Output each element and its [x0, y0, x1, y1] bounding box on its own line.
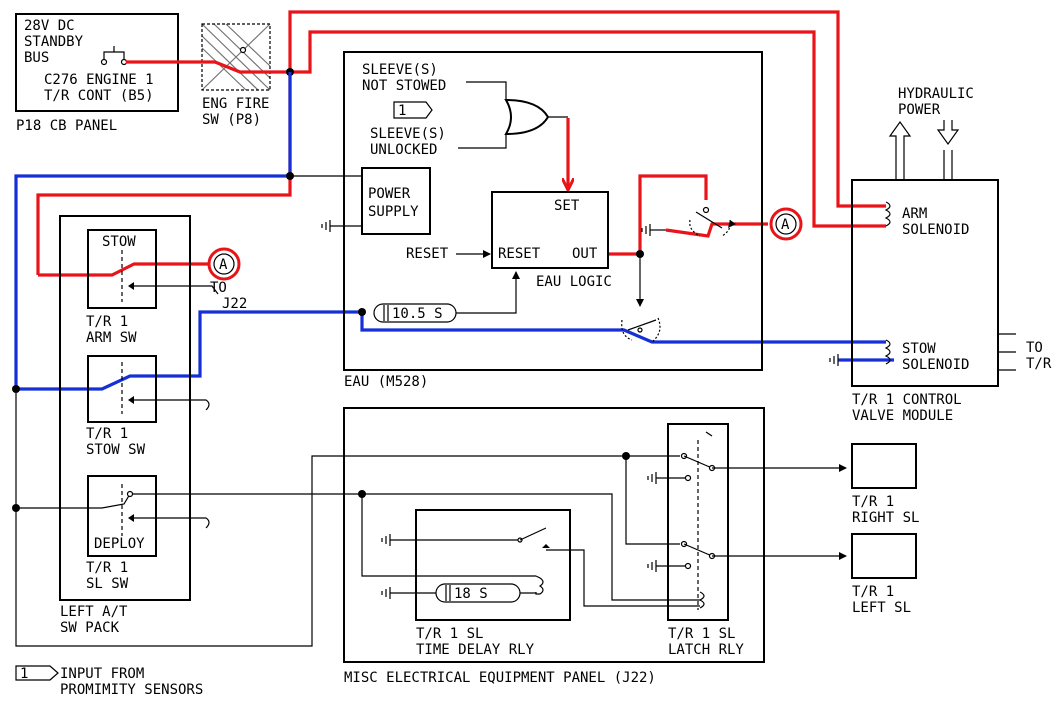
arrow-up-icon: [888, 120, 912, 180]
arm-switch: STOW T/R 1 ARM SW TO J22: [86, 229, 247, 346]
sl-circuit-wiring: [12, 389, 700, 647]
sleeve-unlocked-line2: UNLOCKED: [370, 142, 437, 158]
arm-relay-contact: [641, 206, 736, 237]
hydraulic-power: HYDRAULIC POWER: [888, 86, 974, 180]
valve-module-line1: T/R 1 CONTROL: [852, 392, 962, 408]
cb-panel: 28V DC STANDBY BUS C276 ENGINE 1 T/R CON…: [15, 13, 179, 134]
valve-module-line2: VALVE MODULE: [852, 408, 953, 424]
svg-text:A: A: [219, 257, 228, 273]
note-flag-legend-icon: 1: [15, 665, 59, 682]
power-supply-line2: SUPPLY: [368, 204, 419, 220]
eau-timer: 10.5 S: [373, 271, 520, 323]
svg-text:1: 1: [398, 103, 406, 119]
left-sl-line2: LEFT SL: [852, 600, 911, 616]
stow-sw-line2: STOW SW: [86, 442, 146, 458]
right-sl-line1: T/R 1: [852, 494, 894, 510]
note-legend: 1 INPUT FROM PROMIMITY SENSORS: [15, 665, 203, 698]
stow-switch: T/R 1 STOW SW: [86, 355, 210, 458]
cb-panel-line2: STANDBY: [24, 34, 84, 50]
sleeve-not-stowed-line2: NOT STOWED: [362, 78, 446, 94]
cb-panel-line1: 28V DC: [24, 18, 75, 34]
eng-fire-switch: ENG FIRE SW (P8): [201, 23, 271, 128]
sl-sw-line1: T/R 1: [86, 560, 128, 576]
arm-solenoid-line2: SOLENOID: [902, 222, 969, 238]
control-valve-module: ARM SOLENOID STOW SOLENOID TO T/R T/R 1 …: [829, 179, 1052, 424]
to-j22-line2: J22: [222, 296, 247, 312]
to-j22-line1: TO: [210, 280, 227, 296]
or-gate-icon: [458, 81, 568, 149]
eau-box: EAU (M528) SLEEVE(S) NOT STOWED SLEEVE(S…: [321, 51, 763, 390]
cb-panel-line5: T/R CONT (B5): [44, 88, 154, 104]
logic-reset-label: RESET: [498, 246, 541, 262]
arm-solenoid-line1: ARM: [902, 206, 927, 222]
latch-line2: LATCH RLY: [668, 642, 744, 658]
stow-solenoid-line2: SOLENOID: [902, 357, 969, 373]
connector-a-left: A: [207, 247, 241, 281]
tdr-line1: T/R 1 SL: [416, 626, 483, 642]
hydraulic-line2: POWER: [898, 102, 941, 118]
arm-sw-line1: T/R 1: [86, 314, 128, 330]
stow-power-wiring: [12, 72, 894, 393]
power-supply-line1: POWER: [368, 186, 411, 202]
stow-relay-contact: [621, 254, 661, 343]
latch-relay: T/R 1 SL LATCH RLY: [647, 423, 744, 658]
arrow-down-icon: [936, 120, 960, 180]
svg-text:A: A: [781, 217, 790, 233]
note-line2: PROMIMITY SENSORS: [60, 682, 203, 698]
sw-pack: LEFT A/T SW PACK STOW T/R 1 ARM SW TO J2…: [59, 215, 362, 636]
latch-line1: T/R 1 SL: [668, 626, 735, 642]
tdr-line2: TIME DELAY RLY: [416, 642, 535, 658]
to-tr-line2: T/R: [1026, 356, 1052, 372]
sleeve-unlocked-line1: SLEEVE(S): [370, 126, 446, 142]
right-sl-line2: RIGHT SL: [852, 510, 919, 526]
eau-logic-label: EAU LOGIC: [536, 274, 612, 290]
svg-text:1: 1: [20, 666, 28, 682]
logic-set-label: SET: [554, 198, 580, 214]
reset-input-label: RESET: [406, 246, 449, 262]
eau-logic-box: SET RESET OUT EAU LOGIC: [491, 191, 612, 290]
sl-sw-line2: SL SW: [86, 576, 129, 592]
stow-sw-line1: T/R 1: [86, 426, 128, 442]
sl-switch: DEPLOY T/R 1 SL SW: [86, 475, 362, 592]
eau-timer-label: 10.5 S: [392, 306, 443, 322]
left-sl-light: T/R 1 LEFT SL: [851, 533, 917, 616]
stow-label: STOW: [102, 234, 136, 250]
power-supply-box: POWER SUPPLY: [321, 167, 431, 235]
cb-panel-line4: C276 ENGINE 1: [44, 72, 154, 88]
eng-fire-sw-line1: ENG FIRE: [202, 96, 269, 112]
stow-solenoid-line1: STOW: [902, 341, 936, 357]
to-tr-line1: TO: [1026, 340, 1043, 356]
time-delay-relay: 18 S T/R 1 SL TIME DELAY RLY: [381, 509, 700, 658]
sleeve-not-stowed-line1: SLEEVE(S): [362, 62, 438, 78]
arm-sw-line2: ARM SW: [86, 330, 137, 346]
eng-fire-sw-line2: SW (P8): [202, 112, 261, 128]
eau-label: EAU (M528): [344, 374, 428, 390]
connector-a-right: A: [769, 207, 803, 241]
right-sl-light: T/R 1 RIGHT SL: [851, 443, 919, 526]
deploy-label: DEPLOY: [94, 536, 145, 552]
cb-panel-line3: BUS: [24, 50, 49, 66]
note-line1: INPUT FROM: [60, 666, 144, 682]
hydraulic-line1: HYDRAULIC: [898, 86, 974, 102]
sw-pack-label-line2: SW PACK: [60, 620, 120, 636]
circuit-breaker-icon: [100, 46, 128, 66]
left-sl-line1: T/R 1: [852, 584, 894, 600]
logic-out-label: OUT: [572, 246, 598, 262]
misc-panel: MISC ELECTRICAL EQUIPMENT PANEL (J22) 18…: [343, 407, 847, 686]
cb-panel-label: P18 CB PANEL: [16, 118, 117, 134]
misc-panel-label: MISC ELECTRICAL EQUIPMENT PANEL (J22): [344, 670, 656, 686]
tdr-timer-label: 18 S: [454, 586, 488, 602]
sw-pack-label-line1: LEFT A/T: [60, 604, 128, 620]
note-flag-icon: 1: [393, 101, 433, 119]
